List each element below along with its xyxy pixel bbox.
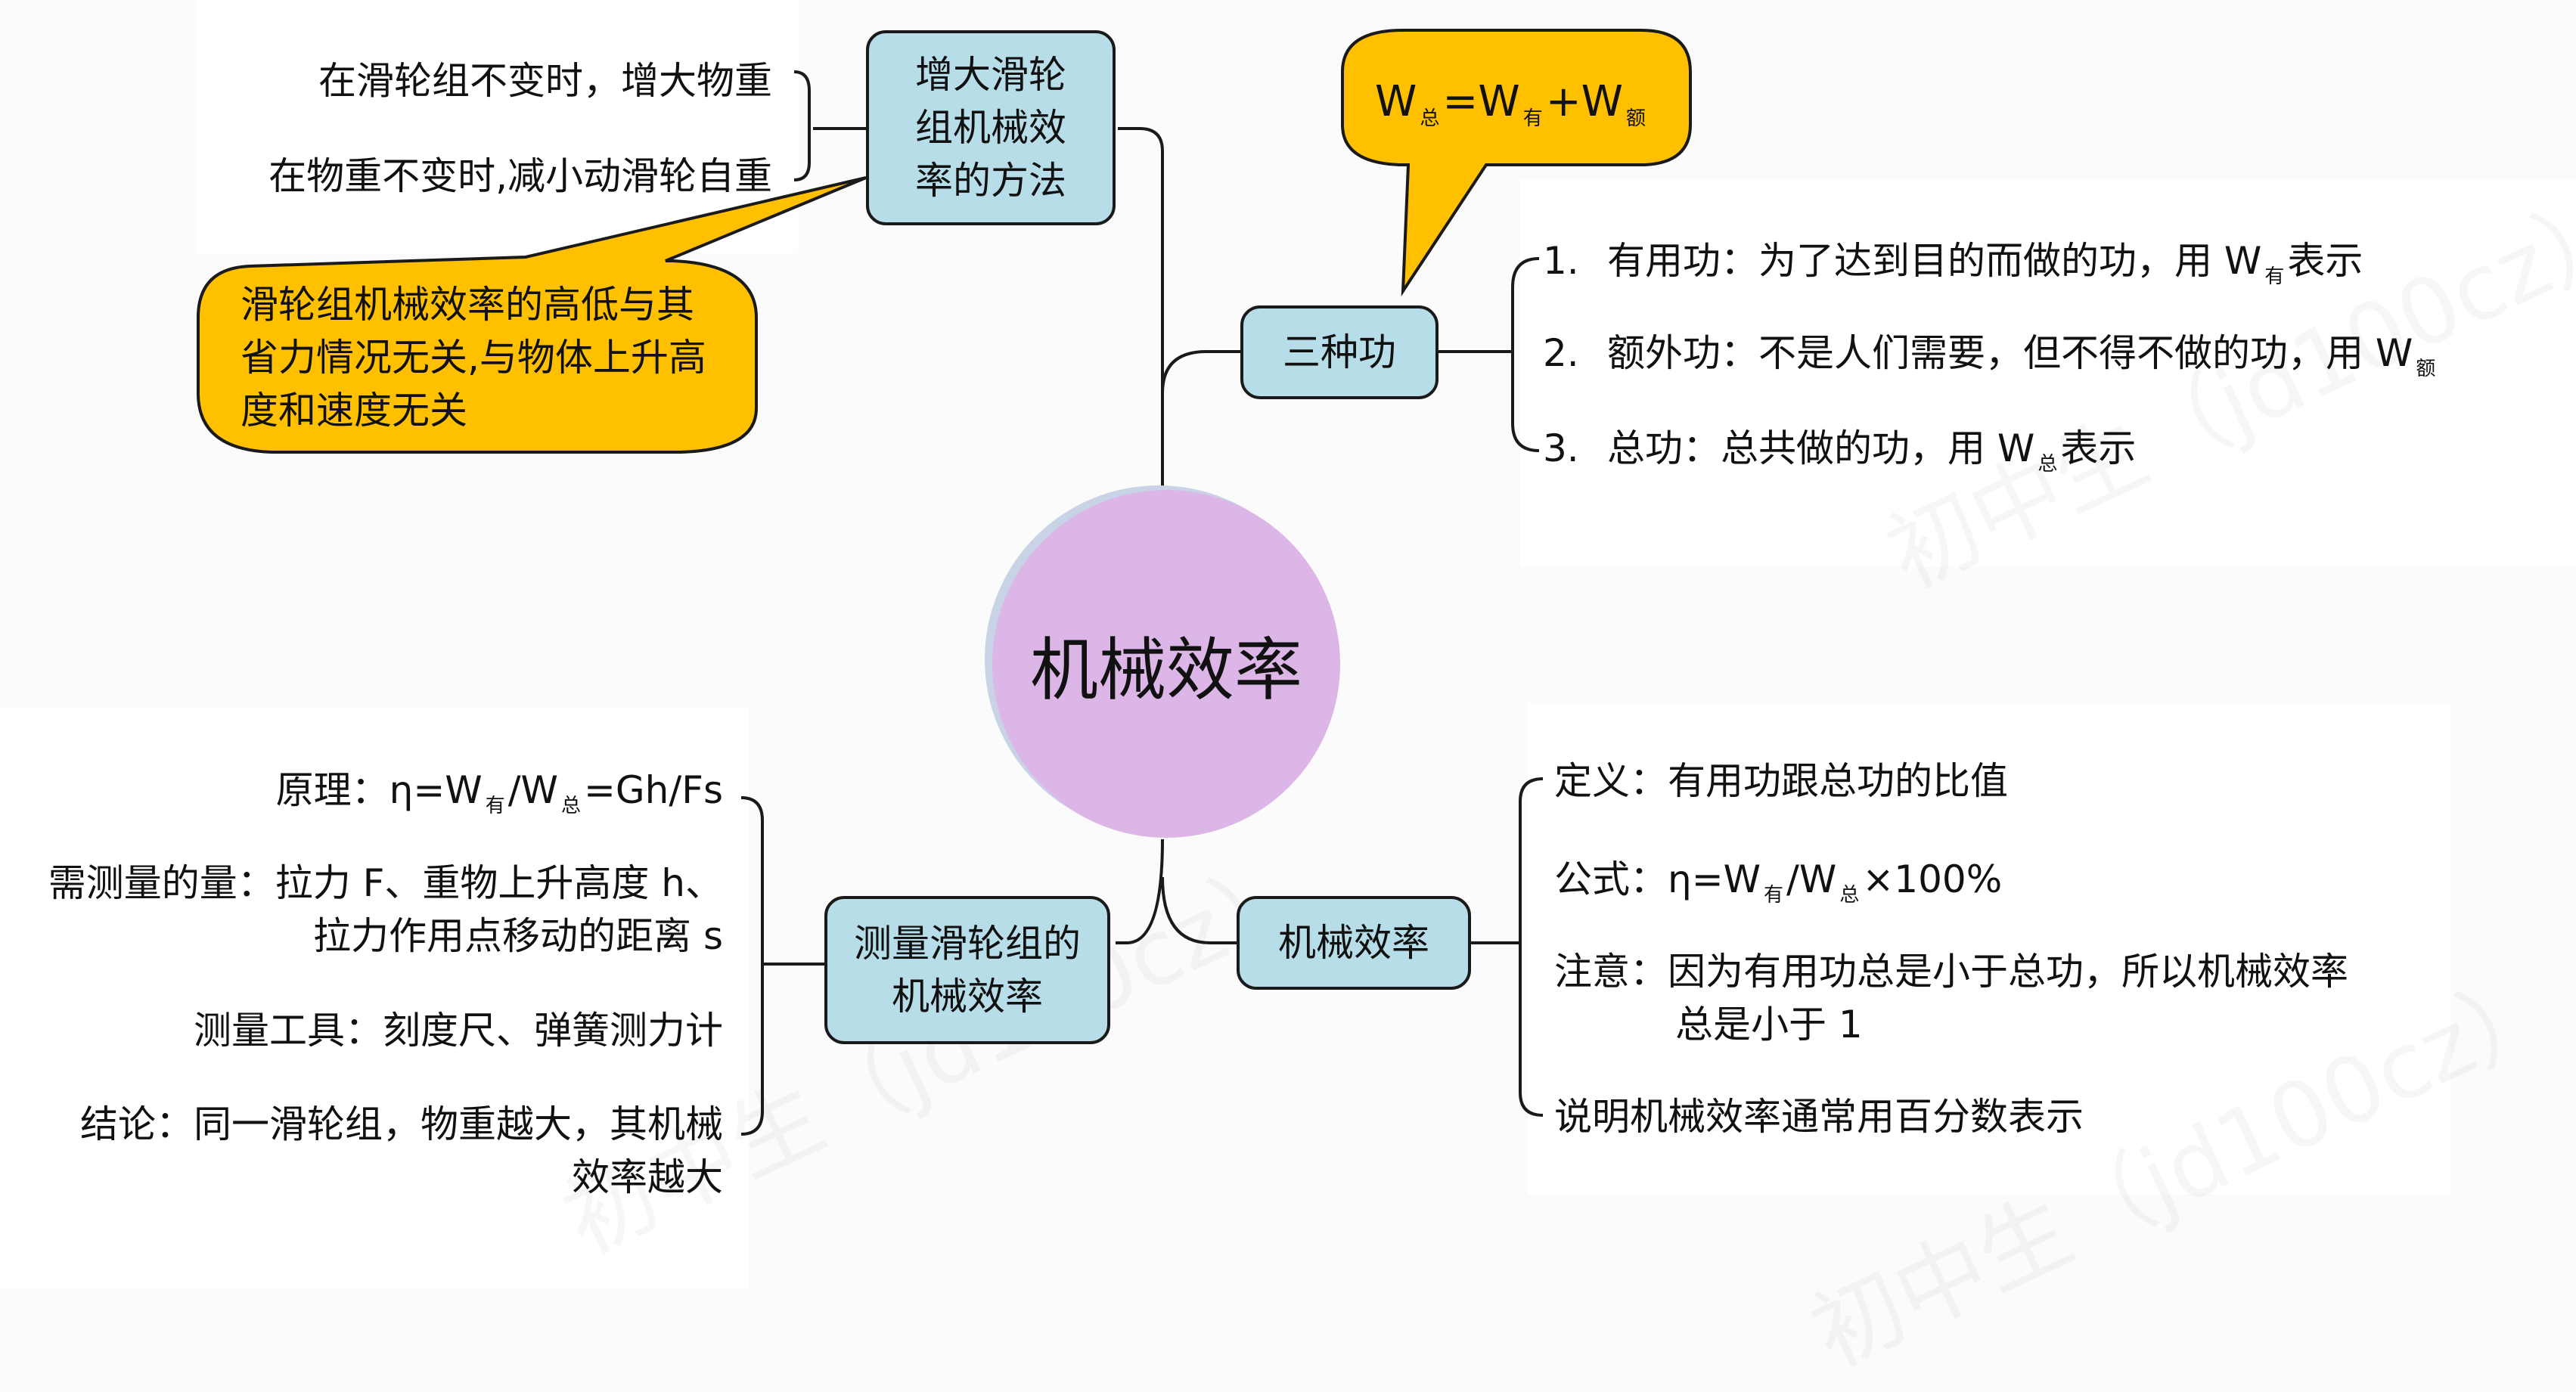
connector-to-bottom-left <box>1116 839 1164 944</box>
efficiency-note-line1: 注意：因为有用功总是小于总功，所以机械效率 <box>1554 950 2348 994</box>
measure-conclusion-line2: 效率越大 <box>572 1155 723 1199</box>
efficiency-explanation: 说明机械效率通常用百分数表示 <box>1554 1095 2084 1139</box>
center-topic-label: 机械效率 <box>1030 631 1302 710</box>
efficiency-definition: 定义：有用功跟总功的比值 <box>1554 759 2008 803</box>
measure-quantities-line2: 拉力作用点移动的距离 s <box>313 914 723 958</box>
measure-tools: 测量工具：刻度尺、弹簧测力计 <box>194 1009 723 1053</box>
connector-to-bottom-right <box>1161 876 1237 944</box>
measure-conclusion-line1: 结论：同一滑轮组，物重越大，其机械 <box>80 1102 723 1146</box>
box-three-kinds-label: 三种功 <box>1283 330 1396 374</box>
method-increase-weight: 在滑轮组不变时，增大物重 <box>318 59 772 103</box>
box-mechanical-efficiency: 机械效率 <box>1237 896 1471 990</box>
box-measure-pulley-efficiency: 测量滑轮组的机械效率 <box>824 896 1110 1044</box>
panel-bottom-left <box>0 707 749 1288</box>
method-reduce-pulley-weight: 在物重不变时,减小动滑轮自重 <box>268 154 772 198</box>
box-mechanical-efficiency-label: 机械效率 <box>1278 921 1429 965</box>
box-three-kinds-of-work: 三种功 <box>1240 305 1439 399</box>
callout-efficiency-independence: 滑轮组机械效率的高低与其省力情况无关,与物体上升高度和速度无关 <box>241 283 706 432</box>
connector-lines <box>197 29 1692 1136</box>
panel-bottom-right <box>1528 703 2450 1195</box>
panel-top-right <box>1520 180 2576 567</box>
box-increase-efficiency-label: 增大滑轮组机械效率的方法 <box>915 53 1066 203</box>
measure-quantities-line1: 需测量的量：拉力 F、重物上升高度 h、 <box>48 861 723 905</box>
box-increase-efficiency-methods: 增大滑轮组机械效率的方法 <box>866 30 1116 225</box>
callout-shape-left <box>197 176 867 454</box>
callout-shape-right <box>1341 29 1692 297</box>
box-measure-label: 测量滑轮组的机械效率 <box>854 922 1081 1018</box>
center-topic: 机械效率 <box>992 490 1340 838</box>
efficiency-note-line2: 总是小于 1 <box>1675 1003 1863 1046</box>
connector-to-top-left <box>1118 127 1164 488</box>
connector-to-top-right <box>1161 350 1240 394</box>
panel-top-left <box>197 0 798 253</box>
